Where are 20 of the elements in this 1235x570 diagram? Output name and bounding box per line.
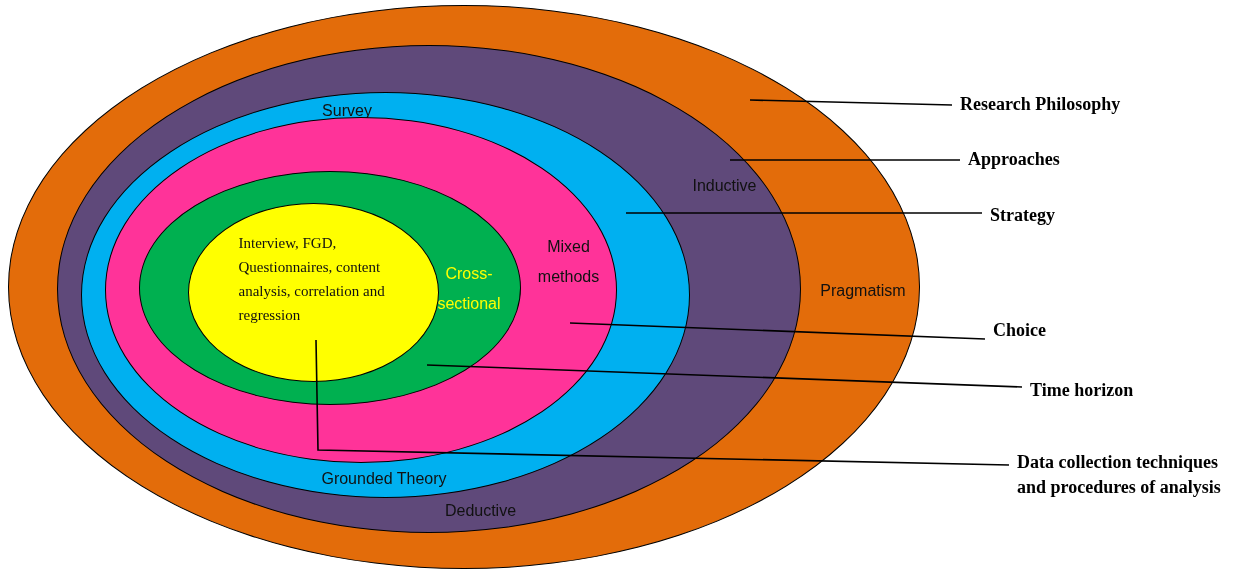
layer-name: Data collection techniques and procedures of analysis bbox=[1017, 450, 1232, 501]
layer-name: Choice bbox=[993, 318, 1193, 344]
layer-label: Mixed methods bbox=[536, 236, 601, 287]
layer-label: Inductive bbox=[692, 175, 757, 196]
leader-line bbox=[625, 212, 983, 214]
layer-label: Cross-sectional bbox=[436, 263, 502, 314]
layer-name: Approaches bbox=[968, 147, 1168, 173]
layer-label: Interview, FGD, Questionnaires, content analysis, correlation and regression bbox=[238, 233, 386, 325]
leader-line bbox=[569, 322, 986, 340]
leader-line bbox=[749, 99, 953, 106]
layer-name: Research Philosophy bbox=[960, 92, 1220, 118]
leader-line bbox=[729, 159, 961, 161]
layer-label: Survey bbox=[322, 101, 372, 122]
layer-name: Time horizon bbox=[1030, 378, 1230, 404]
layer-label: Grounded Theory bbox=[321, 469, 447, 490]
layer-name: Strategy bbox=[990, 203, 1190, 229]
layer-label: Pragmatism bbox=[820, 281, 906, 302]
leader-line bbox=[426, 364, 1023, 388]
layer-label: Deductive bbox=[444, 500, 517, 521]
leader-line bbox=[315, 339, 1010, 466]
